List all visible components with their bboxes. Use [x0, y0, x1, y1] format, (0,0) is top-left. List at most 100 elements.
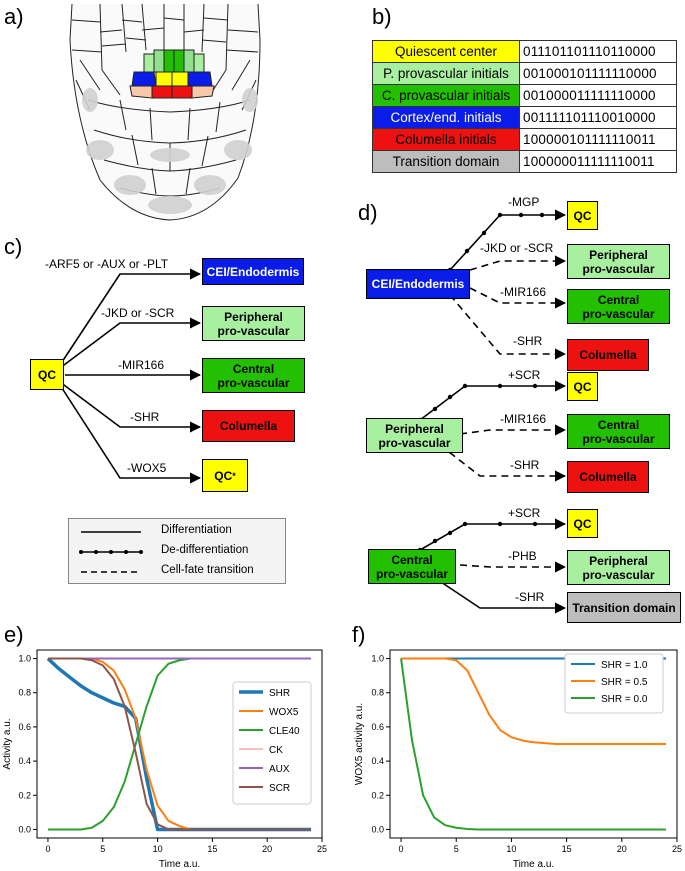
- x-tick-label: 20: [617, 844, 627, 854]
- node-qc-d1: QC: [567, 201, 598, 230]
- x-tick-label: 15: [207, 844, 217, 854]
- panel-label-d: d): [358, 200, 378, 225]
- edge-label: -WOX5: [127, 461, 167, 475]
- y-tick-label: 0.2: [371, 790, 384, 800]
- cell-type-name: P. provascular initials: [372, 62, 520, 85]
- y-axis-label: WOX5 activity a.u.: [354, 703, 365, 785]
- x-tick-label: 10: [506, 844, 516, 854]
- node-columella-d1: Columella: [567, 339, 649, 371]
- node-text: pro-vascular: [375, 566, 449, 581]
- node-text: pro-vascular: [582, 306, 655, 321]
- legend-label: SHR = 1.0: [601, 660, 648, 671]
- edge-label: -JKD or -SCR: [101, 306, 175, 320]
- y-tick-label: 1.0: [371, 654, 384, 664]
- edge-label: -MIR166: [500, 285, 546, 299]
- x-tick-label: 5: [100, 844, 105, 854]
- node-text: pro-vascular: [582, 261, 655, 276]
- x-tick-label: 0: [399, 844, 404, 854]
- panel-c-network: -ARF5 or -AUX or -PLT -JKD or -SCR -MIR1…: [45, 257, 202, 484]
- y-tick-label: 0.4: [371, 756, 384, 766]
- legend-label: SHR = 0.0: [601, 694, 648, 705]
- x-tick-label: 10: [153, 844, 163, 854]
- node-cei-endodermis: CEI/Endodermis: [202, 258, 304, 285]
- x-tick-label: 20: [262, 844, 272, 854]
- node-text: pro-vascular: [217, 323, 290, 338]
- x-axis-label: Time a.u.: [159, 859, 200, 870]
- series-line-shr-0-0: [400, 658, 666, 831]
- node-qc-d2: QC: [567, 372, 598, 401]
- y-tick-label: 0.2: [18, 790, 31, 800]
- edge-label: -MGP: [508, 195, 539, 209]
- x-tick-label: 15: [562, 844, 572, 854]
- node-text: Peripheral: [385, 421, 444, 436]
- y-tick-label: 0.0: [18, 824, 31, 834]
- y-tick-label: 0.6: [18, 722, 31, 732]
- edge-label: -SHR: [515, 590, 545, 604]
- y-tick-label: 0.8: [18, 688, 31, 698]
- node-transition-domain-d3: Transition domain: [567, 592, 681, 623]
- attractor-code: 011101101110110000: [519, 40, 677, 63]
- legend-dashed: Cell-fate transition: [161, 564, 254, 576]
- y-tick-label: 0.6: [371, 722, 384, 732]
- x-tick-label: 25: [317, 844, 327, 854]
- edge-label: -MIR166: [500, 412, 546, 426]
- node-qc-star: QC*: [202, 459, 248, 492]
- legend-label: SHR = 0.5: [601, 677, 648, 688]
- node-cei-endodermis-d: CEI/Endodermis: [366, 269, 470, 299]
- panel-label-f: f): [352, 622, 366, 647]
- cell-type-name: Columella initials: [372, 128, 520, 151]
- edge-label: -SHR: [130, 410, 160, 424]
- attractor-code: 001000011111110000: [519, 84, 677, 107]
- legend-label: AUX: [269, 764, 290, 775]
- y-tick-label: 0.0: [371, 824, 384, 834]
- panel-d-network: -MGP -JKD or -SCR -MIR166 -SHR +SCR -MIR…: [417, 195, 567, 614]
- legend-label: SHR: [269, 688, 290, 699]
- legend-label: WOX5: [269, 707, 299, 718]
- node-text: Peripheral: [589, 247, 648, 262]
- y-tick-label: 0.8: [371, 688, 384, 698]
- chart-legend: [232, 681, 312, 805]
- edge-label: +SCR: [508, 368, 541, 382]
- node-text: Central: [391, 552, 433, 567]
- series-line-cle40: [47, 657, 312, 831]
- node-qc: QC: [30, 359, 64, 390]
- line-style-legend: Differentiation De-differentiation Cell-…: [68, 518, 286, 584]
- x-tick-label: 25: [672, 844, 682, 854]
- edge-label: -ARF5 or -AUX or -PLT: [45, 257, 169, 271]
- node-qc-d3: QC: [567, 509, 598, 538]
- x-axis-label: Time a.u.: [513, 859, 554, 870]
- panel-label-b: b): [372, 4, 392, 29]
- cell-type-name: Quiescent center: [372, 40, 520, 63]
- legend-dotted: De-differentiation: [161, 544, 249, 556]
- panel-label-e: e): [4, 622, 24, 647]
- cell-type-name: Cortex/end. initials: [372, 106, 520, 129]
- node-text: Central: [597, 292, 640, 307]
- node-text: pro-vascular: [378, 435, 451, 450]
- legend-label: CLE40: [269, 726, 300, 737]
- attractor-code: 100000101111110011: [519, 128, 677, 151]
- edge-label: -SHR: [513, 334, 543, 348]
- cell-type-name: Transition domain: [372, 150, 520, 173]
- panel-label-c: c): [4, 234, 23, 259]
- legend-label: SCR: [269, 783, 290, 794]
- root-tip-illustration: [69, 3, 261, 221]
- edge-label: -SHR: [510, 458, 540, 472]
- node-text: pro-vascular: [217, 375, 290, 390]
- edge-label: -PHB: [508, 549, 537, 563]
- attractor-code: 100000011111110011: [519, 150, 677, 173]
- y-tick-label: 0.4: [18, 756, 31, 766]
